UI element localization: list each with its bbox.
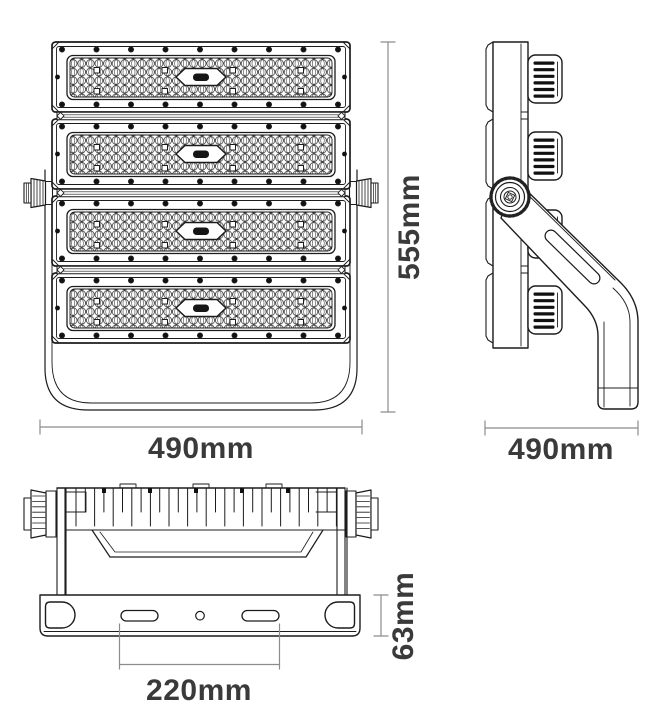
gap-strip-2: [56, 188, 346, 198]
center-hole: [195, 610, 205, 621]
dimension-label-63mm: 63mm: [387, 572, 420, 661]
left-d-slot: [44, 601, 76, 629]
dimension-base-height: 63mm: [373, 572, 420, 661]
right-knob: [348, 177, 379, 209]
led-module-3: [52, 196, 350, 266]
fin-block-4: [527, 285, 563, 335]
bottom-left-knob: [23, 489, 57, 539]
dimension-label-side-490mm: 490mm: [508, 433, 614, 466]
dimension-front-height: 555mm: [380, 41, 426, 413]
front-view: [23, 42, 379, 411]
pivot-knob: [489, 176, 531, 218]
right-mount-slot: [241, 609, 280, 622]
dimension-label-front-490mm: 490mm: [148, 432, 254, 465]
recess-trapezoid: [65, 529, 348, 558]
yoke-arm-side: [500, 179, 639, 410]
fin-block-1: [527, 54, 563, 104]
yoke-bracket-front: [44, 169, 358, 411]
lens-bezel-edge: [485, 41, 494, 344]
bottom-view: [23, 483, 379, 637]
dimension-front-width: 490mm: [39, 419, 363, 465]
led-module-4: [52, 273, 350, 343]
left-mount-slot: [120, 609, 159, 622]
dimension-side-depth: 490mm: [484, 420, 639, 466]
gap-strip-1: [56, 111, 346, 121]
left-knob: [23, 177, 54, 209]
dimension-slot-spacing: 220mm: [118, 623, 281, 707]
dimension-label-220mm: 220mm: [146, 674, 252, 707]
bottom-right-knob: [345, 489, 379, 539]
mounting-base: [39, 594, 361, 637]
right-d-slot: [324, 601, 356, 629]
fin-block-2: [527, 131, 563, 181]
heatsink-fins-bottom: [56, 483, 348, 596]
side-view: [485, 41, 639, 410]
led-module-2: [52, 119, 350, 189]
dimension-label-555mm: 555mm: [393, 174, 426, 280]
gap-strip-3: [56, 265, 346, 275]
led-module-1: [52, 42, 350, 112]
